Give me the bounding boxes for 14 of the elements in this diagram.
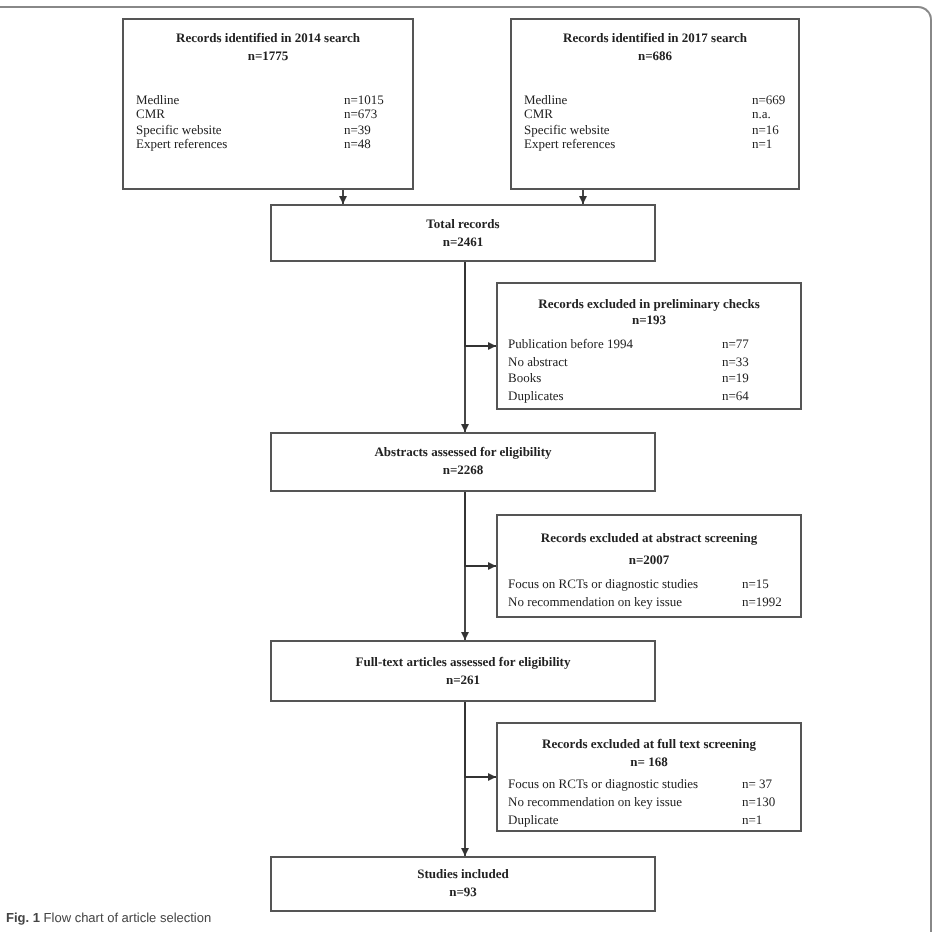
process-box — [510, 18, 800, 190]
process-box — [496, 514, 802, 618]
arrow — [339, 189, 347, 205]
arrow — [461, 701, 469, 857]
arrow — [461, 261, 469, 433]
arrow — [579, 189, 587, 205]
process-box — [496, 282, 802, 410]
process-box — [496, 722, 802, 832]
process-box — [270, 856, 656, 912]
process-box — [270, 432, 656, 492]
process-box — [270, 640, 656, 702]
arrow — [461, 491, 469, 641]
process-box — [122, 18, 414, 190]
process-box — [270, 204, 656, 262]
